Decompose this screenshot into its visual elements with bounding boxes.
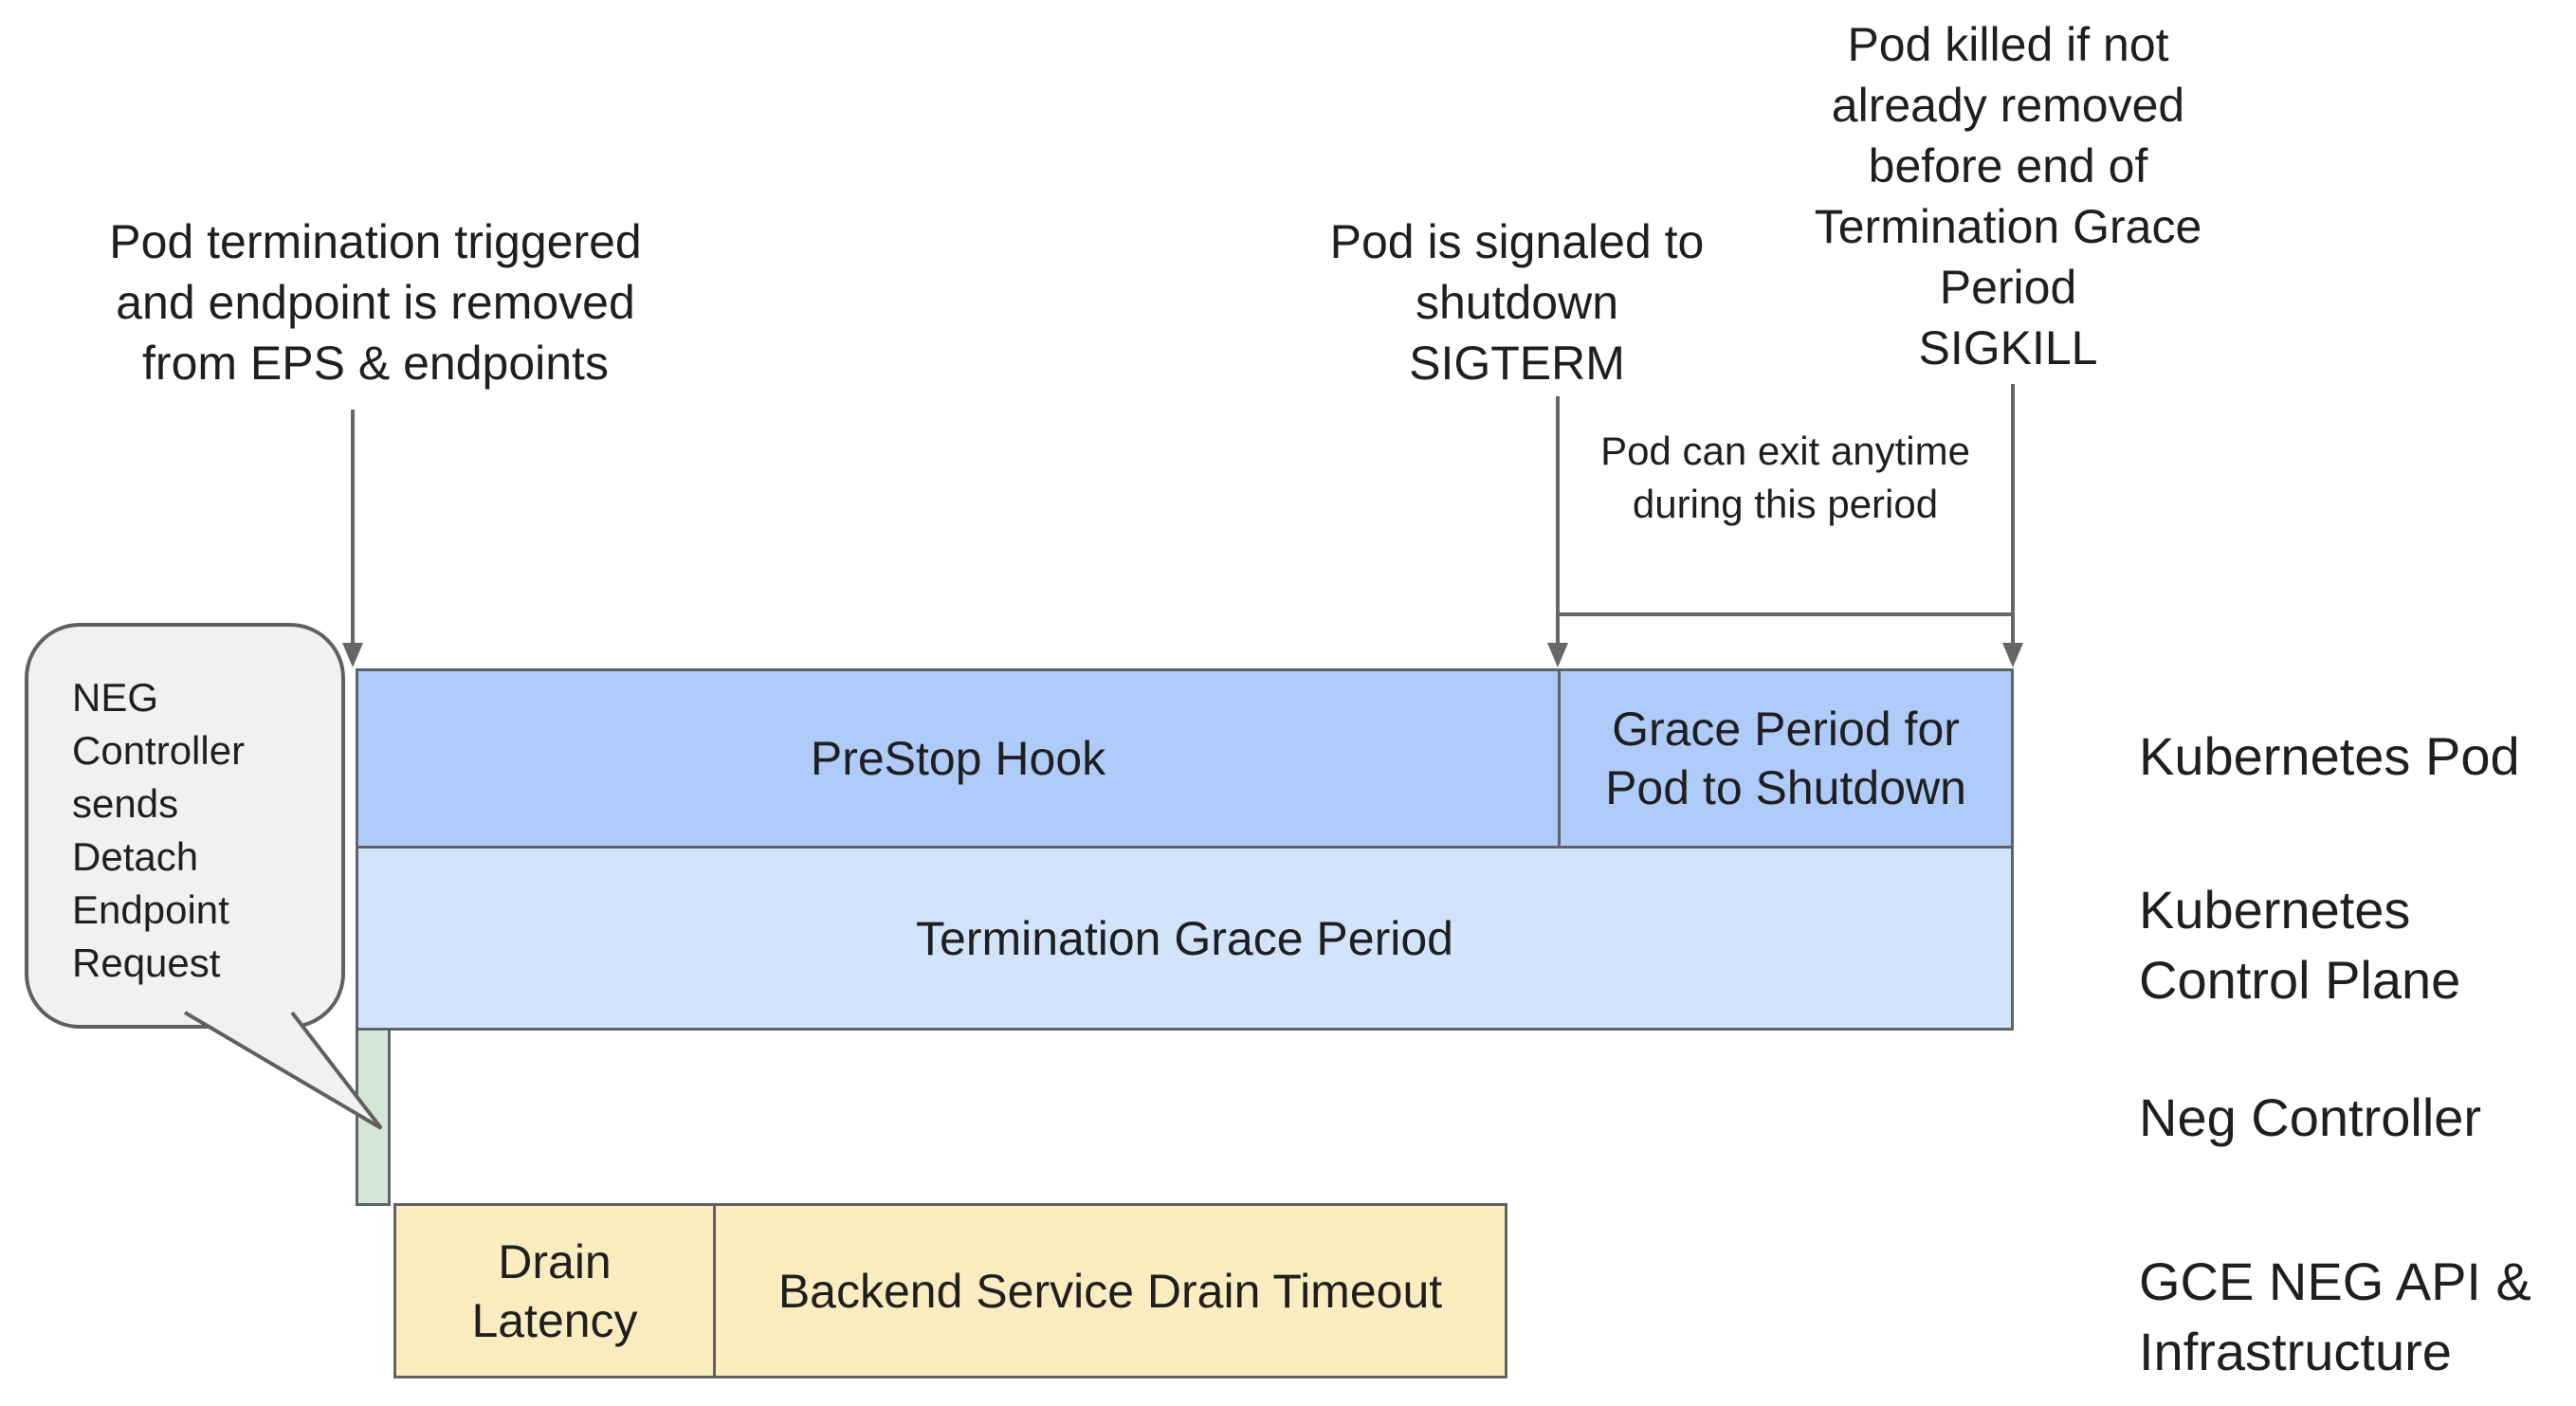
lane-label-gce-neg-api: GCE NEG API & Infrastructure <box>2139 1251 2531 1381</box>
annotation-pod-termination-triggered: Pod termination triggered and endpoint i… <box>109 215 642 390</box>
neg-controller-callout-bubble <box>25 623 345 1029</box>
annotation-pod-can-exit: Pod can exit anytime during this period <box>1600 429 1970 526</box>
control-plane-row: Termination Grace Period <box>356 846 2014 1031</box>
gce-row-divider <box>713 1206 716 1376</box>
annotation-sigterm: Pod is signaled to shutdown SIGTERM <box>1329 215 1705 390</box>
prestop-hook-bar: PreStop Hook <box>810 732 1106 785</box>
drain-latency-bar: Drain Latency <box>471 1234 638 1347</box>
arrow-lines <box>351 384 2015 650</box>
lane-label-neg-controller: Neg Controller <box>2139 1087 2482 1147</box>
gce-row: Drain Latency Backend Service Drain Time… <box>393 1203 1507 1379</box>
sigkill-arrowhead <box>2002 643 2023 667</box>
arrow-heads <box>342 643 2023 667</box>
termination-grace-period-bar: Termination Grace Period <box>916 911 1453 965</box>
kubernetes-pod-row: PreStop Hook Grace Period for Pod to Shu… <box>356 668 2014 849</box>
pod-termination-arrowhead <box>342 643 363 667</box>
callout-tail <box>183 1011 383 1130</box>
lane-label-kubernetes-control-plane: Kubernetes Control Plane <box>2139 880 2461 1010</box>
grace-period-bar: Grace Period for Pod to Shutdown <box>1605 703 1966 814</box>
callout-text: NEG Controller sends Detach Endpoint Req… <box>72 675 246 985</box>
backend-drain-timeout-bar: Backend Service Drain Timeout <box>777 1264 1443 1318</box>
annotation-sigkill: Pod killed if not already removed before… <box>1814 18 2202 374</box>
lane-label-kubernetes-pod: Kubernetes Pod <box>2139 726 2520 786</box>
sigterm-arrowhead <box>1547 643 1568 667</box>
row1-divider <box>1558 671 1561 846</box>
